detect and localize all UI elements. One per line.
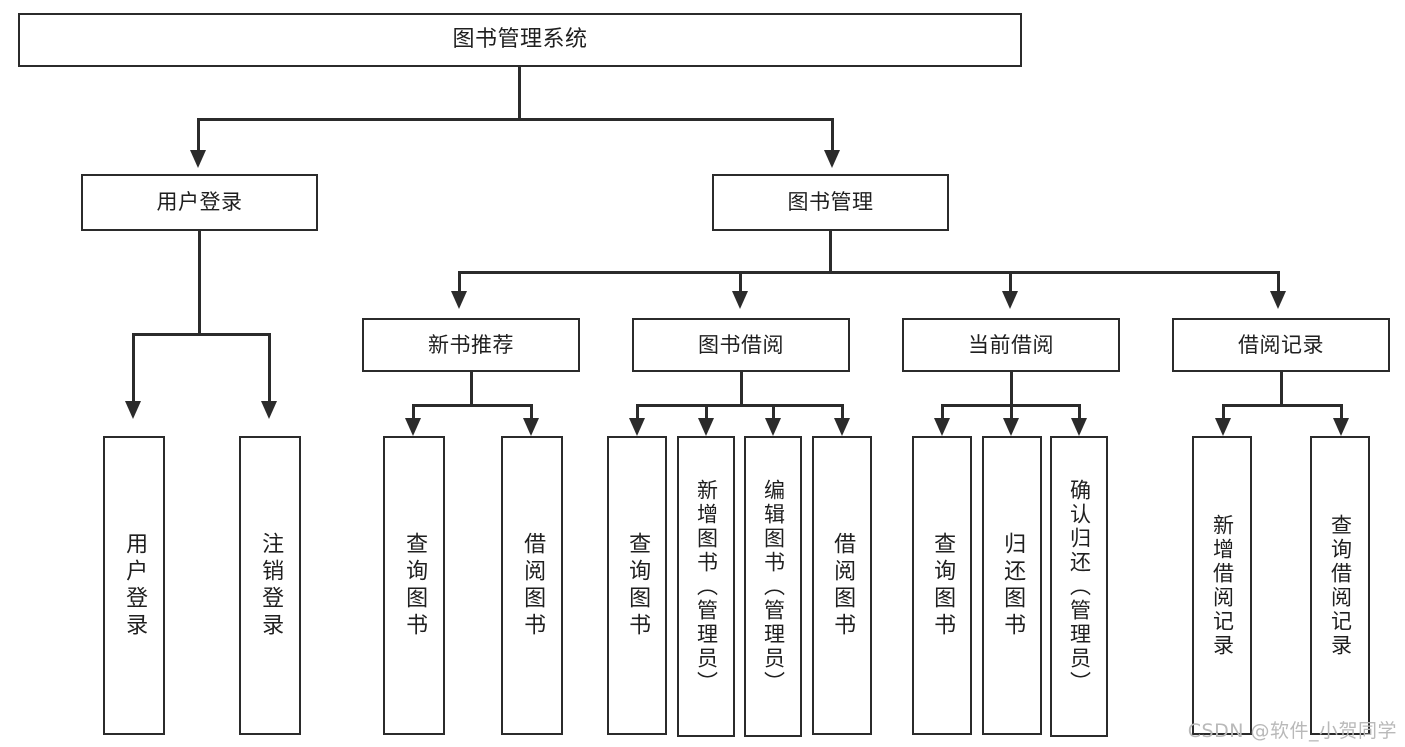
arrow-to-leaf-nbr-1 [405,418,421,436]
node-root-system[interactable]: 图书管理系统 [18,13,1022,67]
node-label: 编辑图书（管理员） [761,478,786,695]
arrow-to-leaf-cb-1 [934,418,950,436]
node-label: 查询图书 [625,531,651,640]
arrow-to-leaf-user-login [125,401,141,419]
arrow-to-leaf-bb-1 [629,418,645,436]
connector-bm-drop-4 [1277,271,1280,293]
leaf-bb-edit-book-admin[interactable]: 编辑图书（管理员） [744,436,802,737]
node-book-management[interactable]: 图书管理 [712,174,949,231]
connector-bb-1 [636,404,639,420]
connector-bb-stem [740,372,743,407]
node-label: 查询借阅记录 [1328,513,1353,658]
leaf-bb-borrow-book[interactable]: 借阅图书 [812,436,872,735]
node-label: 当前借阅 [968,332,1054,357]
connector-bb-4 [841,404,844,420]
connector-cb-2 [1010,404,1013,420]
node-label: 用户登录 [156,190,243,215]
leaf-logout[interactable]: 注销登录 [239,436,301,735]
arrow-to-book-manage [824,150,840,168]
arrow-to-leaf-cb-3 [1071,418,1087,436]
node-label: 用户登录 [122,531,148,640]
connector-cb-stem [1010,372,1013,407]
node-user-login[interactable]: 用户登录 [81,174,318,231]
connector-bb-2 [705,404,708,420]
arrow-to-leaf-nbr-2 [523,418,539,436]
connector-nbr-bar [412,404,533,407]
leaf-br-query-record[interactable]: 查询借阅记录 [1310,436,1370,735]
connector-root-right-drop [831,118,834,153]
connector-cb-3 [1078,404,1081,420]
node-label: 借阅记录 [1238,332,1324,357]
node-label: 图书管理系统 [452,27,588,53]
node-label: 图书管理 [787,190,874,215]
arrow-to-borrow-record [1270,291,1286,309]
connector-root-stem [518,67,521,120]
arrow-to-leaf-br-1 [1215,418,1231,436]
connector-root-left-drop [197,118,200,153]
node-label: 新增借阅记录 [1210,513,1235,658]
connector-bookmanage-stem [829,231,832,274]
node-borrow-record[interactable]: 借阅记录 [1172,318,1390,372]
node-label: 借阅图书 [830,531,856,640]
node-new-book-recommend[interactable]: 新书推荐 [362,318,580,372]
node-book-borrow[interactable]: 图书借阅 [632,318,850,372]
arrow-to-current-borrow [1002,291,1018,309]
connector-br-l [1222,404,1225,420]
connector-bb-bar [636,404,844,407]
leaf-bb-add-book-admin[interactable]: 新增图书（管理员） [677,436,735,737]
node-label: 查询图书 [402,531,428,640]
arrow-to-leaf-br-2 [1333,418,1349,436]
connector-br-bar [1222,404,1343,407]
connector-bm-drop-2 [739,271,742,293]
connector-bm-drop-1 [458,271,461,293]
leaf-cb-query-book[interactable]: 查询图书 [912,436,972,735]
arrow-to-leaf-logout [261,401,277,419]
connector-userlogin-r [268,333,271,403]
connector-userlogin-stem [198,231,201,335]
leaf-user-login[interactable]: 用户登录 [103,436,165,735]
connector-cb-1 [941,404,944,420]
connector-bb-3 [772,404,775,420]
leaf-br-add-record[interactable]: 新增借阅记录 [1192,436,1252,735]
connector-br-r [1340,404,1343,420]
connector-bm-drop-3 [1009,271,1012,293]
node-label: 新增图书（管理员） [694,478,719,695]
arrow-to-user-login [190,150,206,168]
connector-userlogin-bar [132,333,271,336]
arrow-to-leaf-bb-4 [834,418,850,436]
leaf-cb-confirm-return-admin[interactable]: 确认归还（管理员） [1050,436,1108,737]
arrow-to-leaf-bb-3 [765,418,781,436]
leaf-nbr-borrow-book[interactable]: 借阅图书 [501,436,563,735]
node-label: 确认归还（管理员） [1067,478,1092,695]
connector-nbr-l [412,404,415,420]
leaf-cb-return-book[interactable]: 归还图书 [982,436,1042,735]
node-label: 借阅图书 [520,531,546,640]
leaf-bb-query-book[interactable]: 查询图书 [607,436,667,735]
connector-br-stem [1280,372,1283,407]
node-label: 注销登录 [258,531,284,640]
connector-userlogin-l [132,333,135,403]
node-current-borrow[interactable]: 当前借阅 [902,318,1120,372]
arrow-to-book-borrow [732,291,748,309]
connector-bookmanage-bar [458,271,1280,274]
connector-nbr-stem [470,372,473,407]
watermark-text: CSDN @软件_小贺同学 [1187,720,1397,742]
connector-nbr-r [530,404,533,420]
arrow-to-leaf-bb-2 [698,418,714,436]
node-label: 查询图书 [930,531,956,640]
node-label: 新书推荐 [428,332,514,357]
connector-root-bar [197,118,834,121]
leaf-nbr-query-book[interactable]: 查询图书 [383,436,445,735]
node-label: 图书借阅 [698,332,784,357]
arrow-to-leaf-cb-2 [1003,418,1019,436]
node-label: 归还图书 [1000,531,1026,640]
arrow-to-new-book-recommend [451,291,467,309]
